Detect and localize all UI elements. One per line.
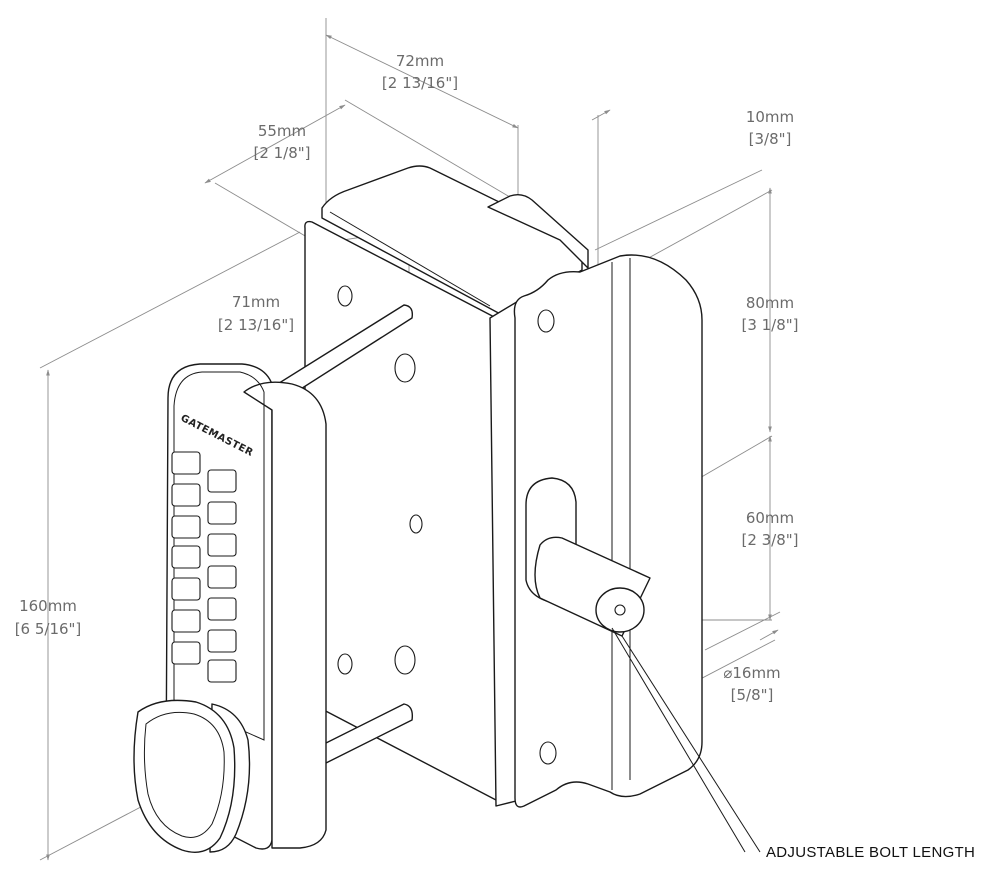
dim-72-imperial: [2 13/16"] bbox=[382, 74, 458, 92]
dim-55-imperial: [2 1/8"] bbox=[253, 144, 310, 162]
dim-60-metric: 60mm bbox=[746, 509, 794, 527]
mounting-hole bbox=[337, 285, 353, 307]
mounting-hole bbox=[337, 653, 353, 675]
dim-160-imperial: [6 5/16"] bbox=[15, 620, 82, 638]
keypad-keys bbox=[171, 451, 237, 683]
dim-10-imperial: [3/8"] bbox=[749, 130, 792, 148]
turn-knob bbox=[133, 699, 251, 853]
strike-hole bbox=[539, 741, 557, 765]
dim-71-metric: 71mm bbox=[232, 293, 280, 311]
dim-60-imperial: [2 3/8"] bbox=[741, 531, 798, 549]
mounting-hole bbox=[394, 645, 416, 675]
bolt bbox=[534, 536, 651, 637]
dim-80-imperial: [3 1/8"] bbox=[741, 316, 798, 334]
dim-16-imperial: [5/8"] bbox=[731, 686, 774, 704]
callout-leader bbox=[611, 627, 746, 853]
strike-hole bbox=[537, 309, 555, 333]
adjustable-bolt-length-label: ADJUSTABLE BOLT LENGTH bbox=[766, 844, 975, 861]
dim-72-metric: 72mm bbox=[396, 52, 444, 70]
dim-55-metric: 55mm bbox=[258, 122, 306, 140]
callout-leader bbox=[621, 635, 761, 853]
mounting-hole bbox=[394, 353, 416, 383]
lock-body bbox=[304, 165, 703, 808]
dim-160-metric: 160mm bbox=[19, 597, 77, 615]
dim-10-metric: 10mm bbox=[746, 108, 794, 126]
bolt-end-hole bbox=[614, 604, 626, 616]
dim-71-imperial: [2 13/16"] bbox=[218, 316, 294, 334]
dim-16-metric: ⌀16mm bbox=[723, 664, 780, 682]
mounting-hole bbox=[409, 514, 423, 534]
dim-80-metric: 80mm bbox=[746, 294, 794, 312]
